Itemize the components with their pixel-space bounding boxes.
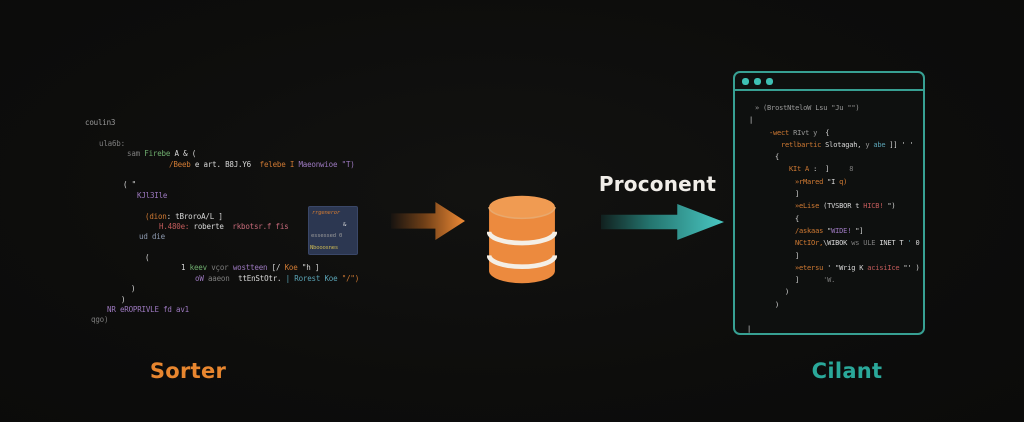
client-code-block: » (BrostNteloW Lsu "Ju "")|-wect RIvt y … xyxy=(747,102,927,336)
code-line: /askaas "WIDE! "] xyxy=(795,226,864,235)
code-line: Nbooosnes xyxy=(310,244,339,251)
code-line: -wect RIvt y { xyxy=(769,128,830,137)
code-line xyxy=(747,311,927,323)
code-line: ) xyxy=(121,294,126,304)
client-window-titlebar xyxy=(735,73,923,91)
server-to-database-arrow-icon xyxy=(391,202,465,240)
code-line: ] 'W. xyxy=(795,276,836,285)
code-line: sam Firebe A & ( xyxy=(127,149,197,159)
code-line: coulin3 xyxy=(85,118,116,127)
code-line xyxy=(85,128,395,138)
code-line: essessed 0 xyxy=(311,233,343,239)
code-line: ] xyxy=(795,251,800,260)
component-label: Proconent xyxy=(598,172,717,196)
code-line: (dion: tBroroA/L ] xyxy=(145,211,223,221)
code-line: KIt A : ] 8 xyxy=(789,165,854,174)
code-line: /Beeb e art. B8J.Y6 felebe I Maeonwioe "… xyxy=(169,159,355,169)
code-line: { xyxy=(795,214,800,223)
code-line: | xyxy=(749,116,754,125)
code-line: ud die xyxy=(139,232,165,242)
server-code-block: coulin3 ula6b:sam Firebe A & (/Beeb e ar… xyxy=(85,118,395,326)
client-caption: Cilant xyxy=(811,359,883,383)
window-button-icon[interactable] xyxy=(754,77,761,85)
code-line: KJl3Ile xyxy=(137,190,168,200)
code-line: NCtIOr,\WIBOK ws ULE INET T ' 0 xyxy=(795,239,920,248)
database-cylinder-svg xyxy=(486,195,558,284)
server-caption: Sorter xyxy=(149,359,227,383)
code-tooltip-box: rrgeneror&essessed 0 Nbooosnes xyxy=(308,206,358,255)
code-line: NR eROPRIVLE fd av1 xyxy=(107,305,189,315)
code-line: »rMared "I q) xyxy=(795,177,848,186)
code-line: rrgeneror xyxy=(312,210,341,216)
code-line: & xyxy=(343,221,347,228)
code-line: ) xyxy=(131,284,136,294)
database-to-client-arrow-icon xyxy=(601,204,724,240)
code-line: 1 keev vçor wostteen [/ Koe "h ] xyxy=(181,263,320,273)
database-icon xyxy=(486,193,558,293)
code-line: oW aaeon ttEnStOtr. | Rorest Koe "/") xyxy=(195,273,360,283)
code-line: retlbartic Slotagah, y abe ]] ' ' xyxy=(781,140,914,149)
code-line: ( xyxy=(145,253,150,263)
code-line: ) xyxy=(785,288,790,297)
code-line: qgo) xyxy=(91,315,109,325)
code-line: ula6b: xyxy=(99,138,125,148)
client-window: » (BrostNteloW Lsu "Ju "")|-wect RIvt y … xyxy=(733,71,925,335)
code-line: »eLise (TVSBOR t HICB! ") xyxy=(795,202,896,211)
code-line: ( " xyxy=(123,180,136,190)
code-line: ] xyxy=(795,190,800,199)
window-button-icon[interactable] xyxy=(766,77,773,85)
code-line: | xyxy=(747,325,752,334)
code-line: H.480e: roberte rkbotsr.f fis xyxy=(159,221,289,231)
code-line: » (BrostNteloW Lsu "Ju "") xyxy=(755,104,860,112)
code-line xyxy=(85,170,395,180)
code-line: { xyxy=(775,153,780,162)
code-line: »etersu ' "Wrig K acisiIce "' ) xyxy=(795,263,920,272)
window-button-icon[interactable] xyxy=(742,77,749,85)
code-line: ) xyxy=(775,300,780,309)
